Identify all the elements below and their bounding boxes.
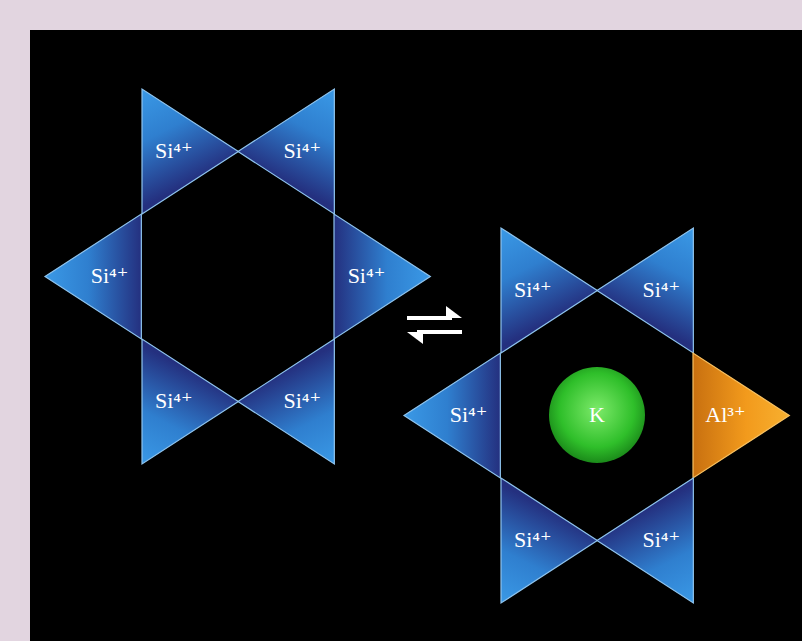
silicon-tetrahedron: Si⁴⁺ [238,339,334,464]
ion-label: Si⁴⁺ [450,403,488,427]
ion-label: Si⁴⁺ [155,389,193,413]
aluminium-tetrahedron: Al³⁺ [693,353,789,478]
ion-label: Si⁴⁺ [91,264,129,288]
silicon-tetrahedron: Si⁴⁺ [142,89,238,214]
silicon-tetrahedron: Si⁴⁺ [238,89,334,214]
ion-symbol: K [589,403,605,427]
ion-label: Si⁴⁺ [642,278,680,302]
ion-label: Si⁴⁺ [348,264,386,288]
ion-label: Si⁴⁺ [642,528,680,552]
silicon-tetrahedron: Si⁴⁺ [597,478,693,603]
potassium-ion: K [549,367,645,463]
ion-label: Si⁴⁺ [283,139,321,163]
silicon-tetrahedron: Si⁴⁺ [142,339,238,464]
ion-label: Si⁴⁺ [514,278,552,302]
silicon-tetrahedron: Si⁴⁺ [501,228,597,353]
silicon-tetrahedron: Si⁴⁺ [334,214,430,339]
ion-label: Si⁴⁺ [155,139,193,163]
silicon-tetrahedron: Si⁴⁺ [501,478,597,603]
ion-label: Si⁴⁺ [514,528,552,552]
silicon-tetrahedron: Si⁴⁺ [404,353,500,478]
silicon-tetrahedron: Si⁴⁺ [45,214,141,339]
ion-label: Al³⁺ [705,403,745,427]
ion-label: Si⁴⁺ [283,389,321,413]
silicon-tetrahedron: Si⁴⁺ [597,228,693,353]
